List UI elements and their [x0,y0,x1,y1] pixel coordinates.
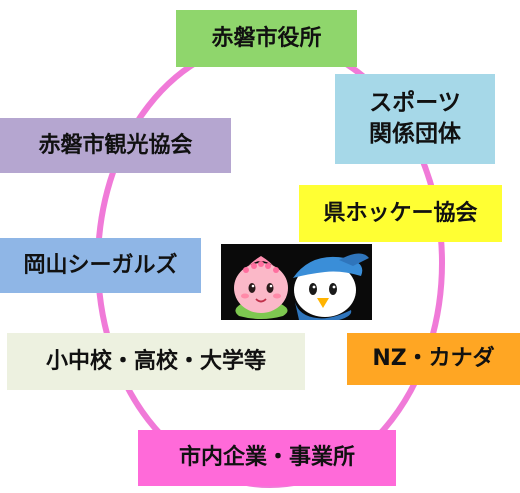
box-tourism-label: 赤磐市観光協会 [38,132,193,158]
box-okayama-seagulls: 岡山シーガルズ [0,238,201,293]
box-schools: 小中校・高校・大学等 [7,333,305,390]
box-city-hall: 赤磐市役所 [176,10,357,67]
box-city-hall-label: 赤磐市役所 [211,25,322,51]
box-sports-label: スポーツ 関係団体 [369,89,461,147]
box-hockey-label: 県ホッケー協会 [323,200,478,226]
box-tourism-association: 赤磐市観光協会 [0,118,231,173]
box-local-businesses: 市内企業・事業所 [138,430,396,486]
mascot-characters-icon [234,253,369,320]
mascot-illustration [221,244,372,320]
box-nz-label: NZ・カナダ [372,346,495,372]
box-schools-label: 小中校・高校・大学等 [45,348,266,374]
box-sports-organizations: スポーツ 関係団体 [335,74,495,164]
bird-mascot-icon [293,253,369,320]
box-business-label: 市内企業・事業所 [178,445,355,471]
box-gulls-label: 岡山シーガルズ [23,252,178,278]
box-nz-canada: NZ・カナダ [347,333,520,385]
peach-mascot-icon [234,256,288,319]
box-hockey-association: 県ホッケー協会 [299,185,502,242]
